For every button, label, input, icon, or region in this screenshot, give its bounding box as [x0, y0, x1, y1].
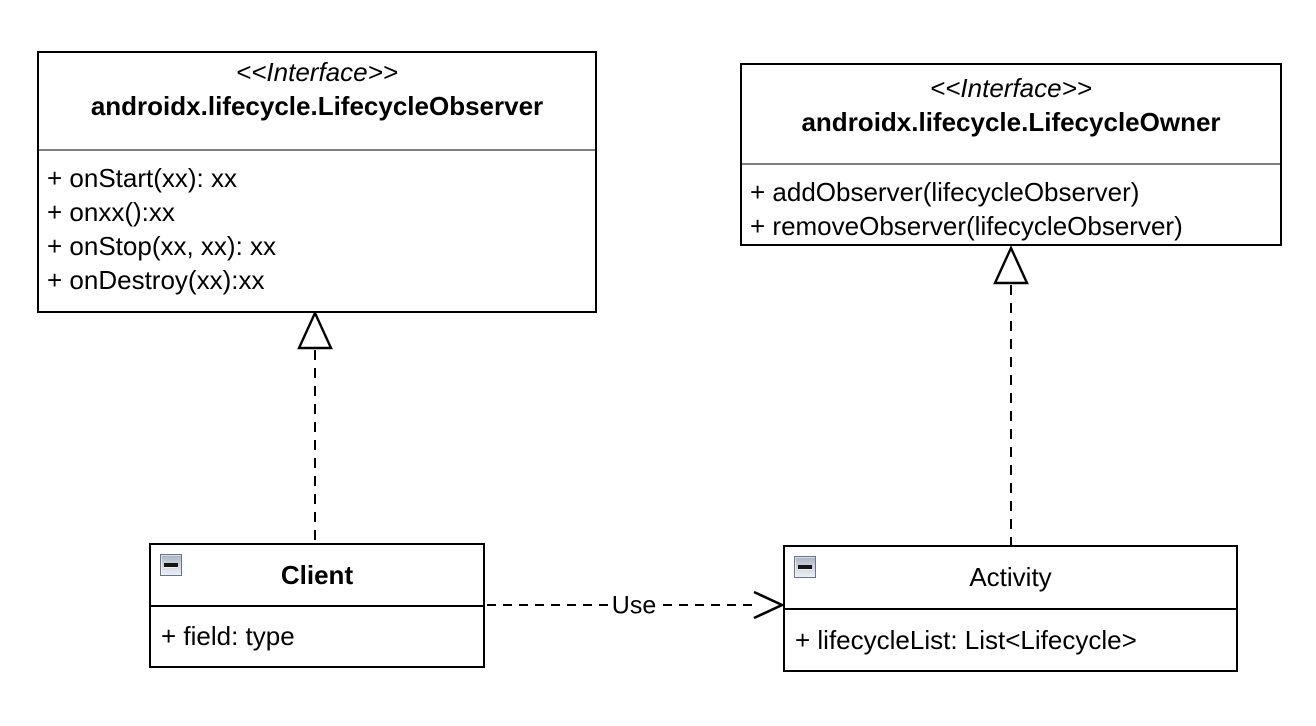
interface-name: androidx.lifecycle.LifecycleOwner [801, 107, 1221, 137]
class-name: Activity [969, 562, 1052, 592]
interface-header: <<Interface>> androidx.lifecycle.Lifecyc… [39, 53, 595, 151]
dependency-label: Use [609, 591, 659, 621]
realization-triangle-icon [993, 246, 1029, 285]
realization-edge-client-observer[interactable] [314, 350, 316, 543]
interface-methods: + addObserver(lifecycleObserver) + remov… [742, 165, 1280, 243]
method-item: + onDestroy(xx):xx [47, 265, 265, 295]
class-box-activity[interactable]: Activity + lifecycleList: List<Lifecycle… [783, 545, 1238, 672]
minus-bar [798, 565, 812, 570]
interface-header: <<Interface>> androidx.lifecycle.Lifecyc… [742, 65, 1280, 165]
collapse-minus-icon[interactable] [794, 556, 816, 578]
method-item: + onStop(xx, xx): xx [47, 231, 277, 261]
method-item: + onxx():xx [47, 197, 175, 227]
method-item: + addObserver(lifecycleObserver) [750, 177, 1140, 207]
interface-box-lifecycleowner[interactable]: <<Interface>> androidx.lifecycle.Lifecyc… [740, 63, 1282, 246]
attribute-item: + lifecycleList: List<Lifecycle> [795, 625, 1137, 655]
interface-methods: + onStart(xx): xx + onxx():xx + onStop(x… [39, 151, 595, 297]
stereotype-label: <<Interface>> [930, 73, 1092, 103]
class-header: Client [151, 545, 483, 607]
interface-box-lifecycleobserver[interactable]: <<Interface>> androidx.lifecycle.Lifecyc… [37, 51, 597, 313]
collapse-minus-icon[interactable] [160, 554, 182, 576]
class-header: Activity [785, 547, 1236, 610]
method-item: + onStart(xx): xx [47, 163, 237, 193]
attribute-item: + field: type [161, 621, 295, 651]
realization-triangle-icon [297, 311, 333, 350]
class-name: Client [280, 560, 354, 590]
class-box-client[interactable]: Client + field: type [149, 543, 485, 668]
realization-edge-activity-owner[interactable] [1010, 285, 1012, 545]
minus-bar [164, 563, 178, 568]
interface-name: androidx.lifecycle.LifecycleObserver [90, 91, 544, 121]
stereotype-label: <<Interface>> [236, 57, 398, 87]
open-arrowhead-icon [753, 590, 784, 620]
method-item: + removeObserver(lifecycleObserver) [750, 211, 1183, 241]
